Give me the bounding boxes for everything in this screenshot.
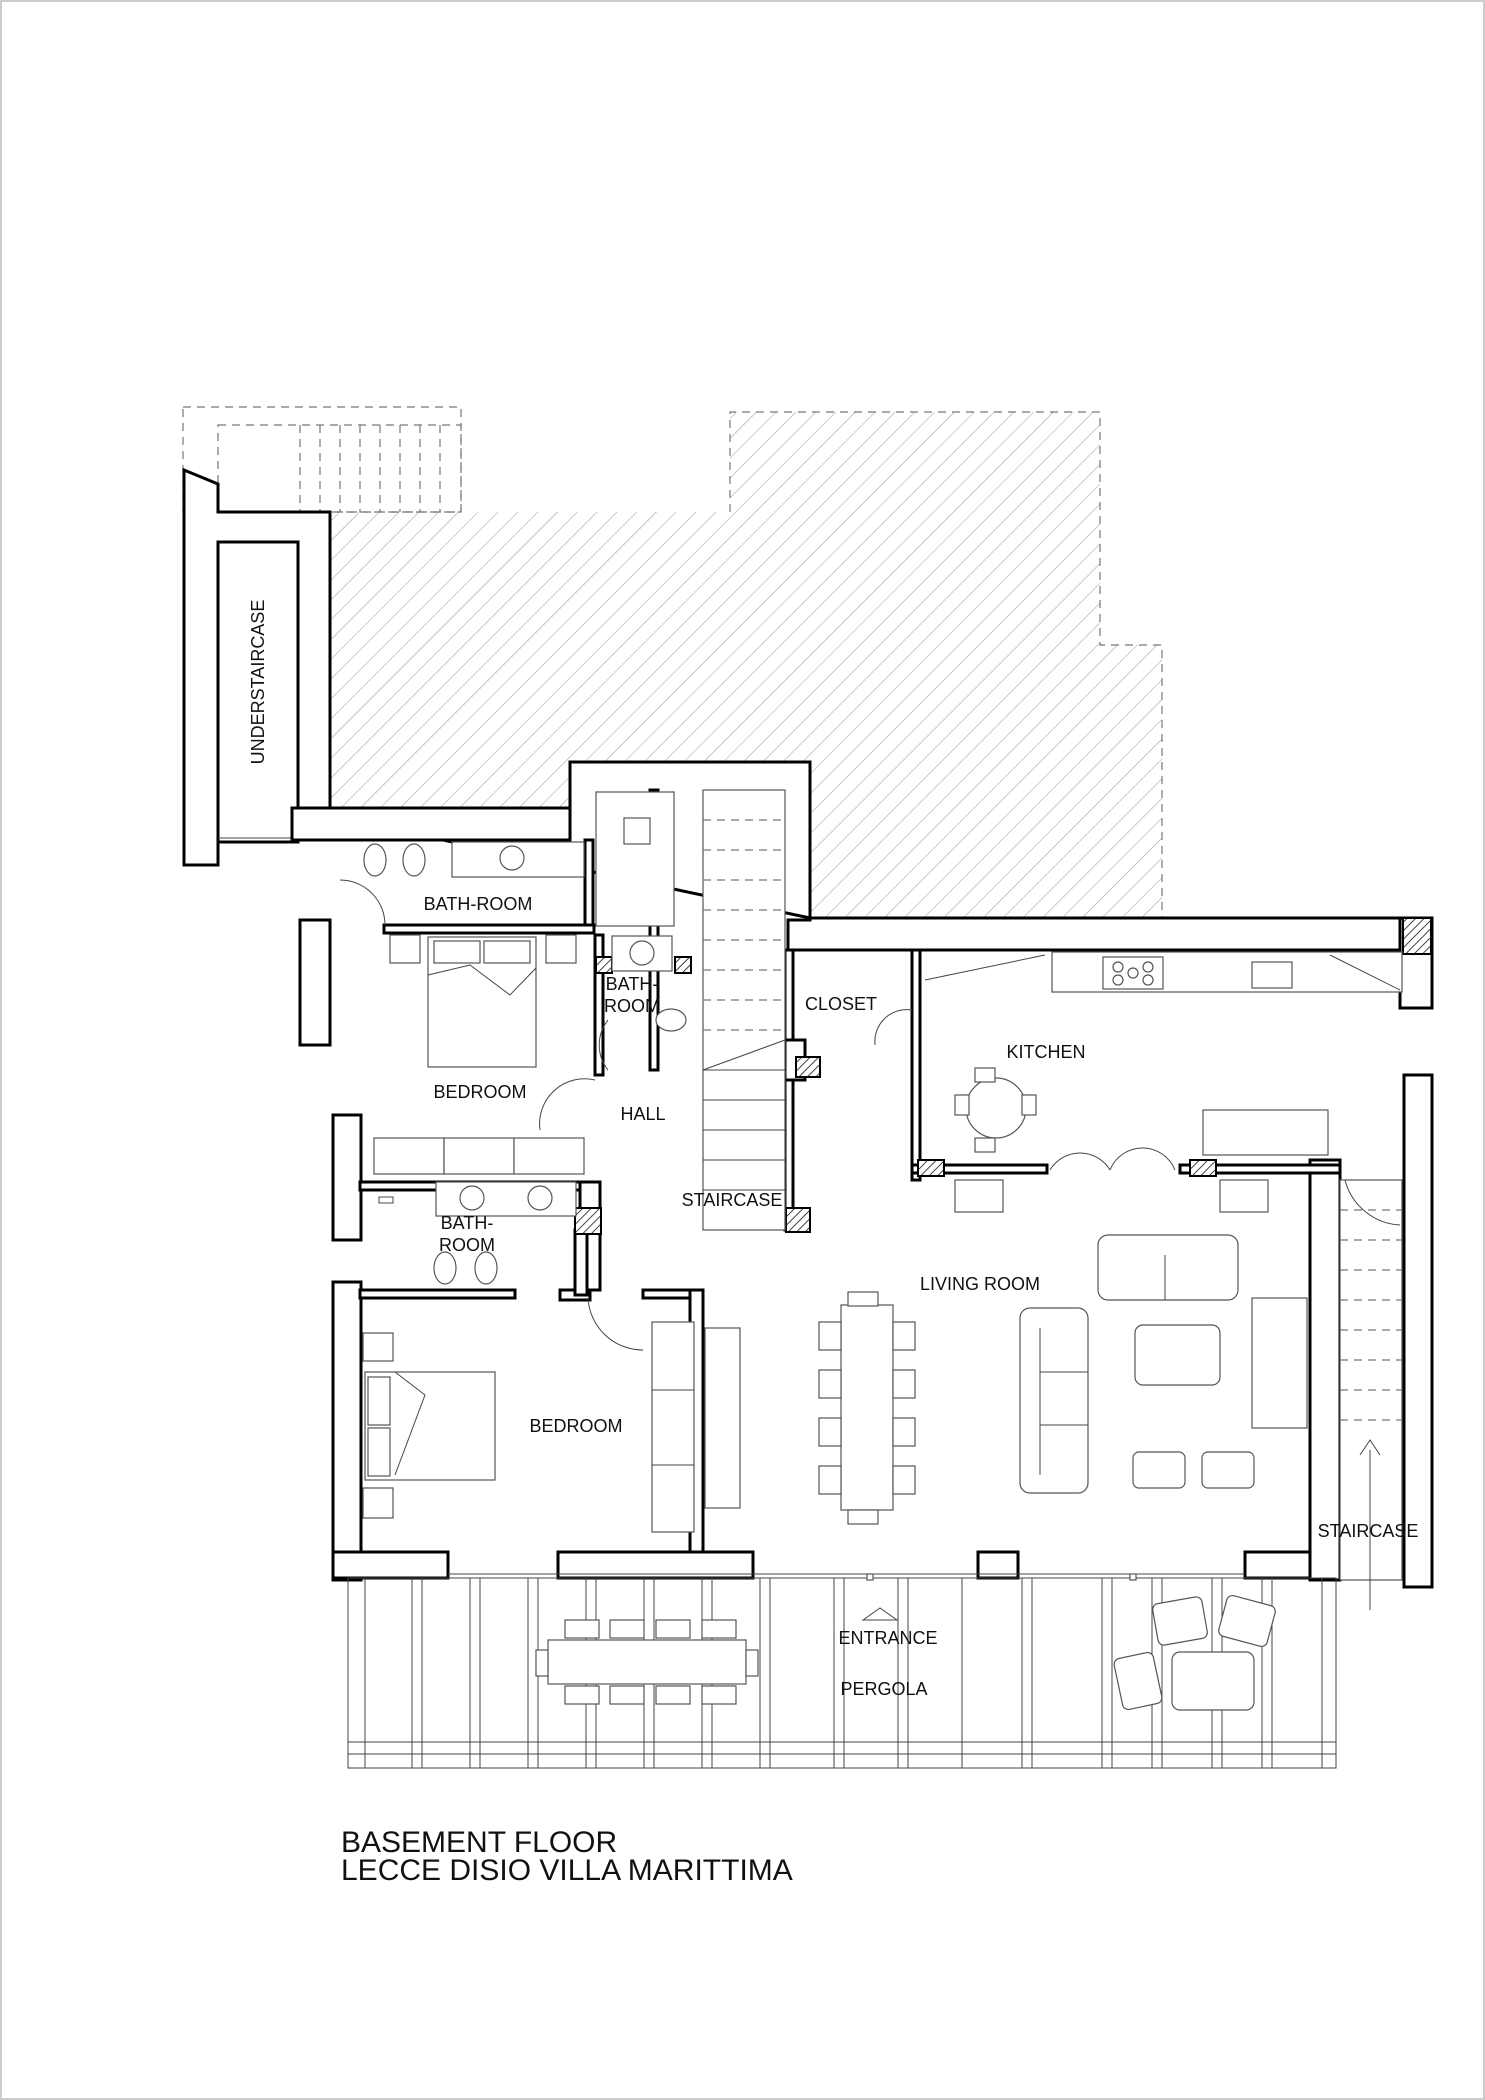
label-bedroom-bottom: BEDROOM (529, 1416, 622, 1436)
label-entrance: ENTRANCE (838, 1628, 937, 1648)
label-understaircase: UNDERSTAIRCASE (248, 600, 268, 765)
exterior-walls (290, 760, 1434, 1589)
label-staircase-right: STAIRCASE (1318, 1521, 1419, 1541)
top-bedroom-furniture (339, 879, 596, 1175)
right-staircase (1339, 1179, 1403, 1610)
understaircase-block (182, 467, 332, 867)
pergola-furniture (535, 1594, 1276, 1711)
top-bathroom-fixtures (363, 791, 675, 927)
small-bathroom-fixtures (598, 935, 687, 1071)
label-pergola: PERGOLA (840, 1679, 927, 1699)
label-bathroom-top: BATH-ROOM (424, 894, 533, 914)
center-staircase (702, 789, 786, 1231)
label-bathroom-mid-line2: ROOM (439, 1235, 495, 1255)
label-closet: CLOSET (805, 994, 877, 1014)
title-line-1: BASEMENT FLOOR (341, 1826, 617, 1859)
middle-bathroom-fixtures (378, 1181, 577, 1285)
label-staircase-center: STAIRCASE (682, 1190, 783, 1210)
label-kitchen: KITCHEN (1006, 1042, 1085, 1062)
upper-terrace-outline (182, 406, 462, 513)
title-line-2: LECCE DISIO VILLA MARITTIMA (341, 1854, 793, 1887)
label-living-room: LIVING ROOM (920, 1274, 1040, 1294)
kitchen-furniture (874, 951, 1403, 1171)
label-bedroom-top: BEDROOM (433, 1082, 526, 1102)
bottom-bedroom-furniture (362, 1297, 695, 1533)
label-bathroom-mid-line1: BATH- (441, 1213, 494, 1233)
room-labels: UNDERSTAIRCASE BATH-ROOM BATH- ROOM CLOS… (248, 600, 1418, 1699)
drawing-title: BASEMENT FLOOR LECCE DISIO VILLA MARITTI… (341, 1826, 793, 1887)
hatched-terrain (330, 411, 1163, 918)
structural-columns (574, 917, 1432, 1235)
label-bathroom-small-line2: ROOM (604, 996, 660, 1016)
label-hall: HALL (620, 1104, 665, 1124)
living-room-furniture (704, 1179, 1308, 1525)
label-bathroom-small-line1: BATH- (606, 974, 659, 994)
